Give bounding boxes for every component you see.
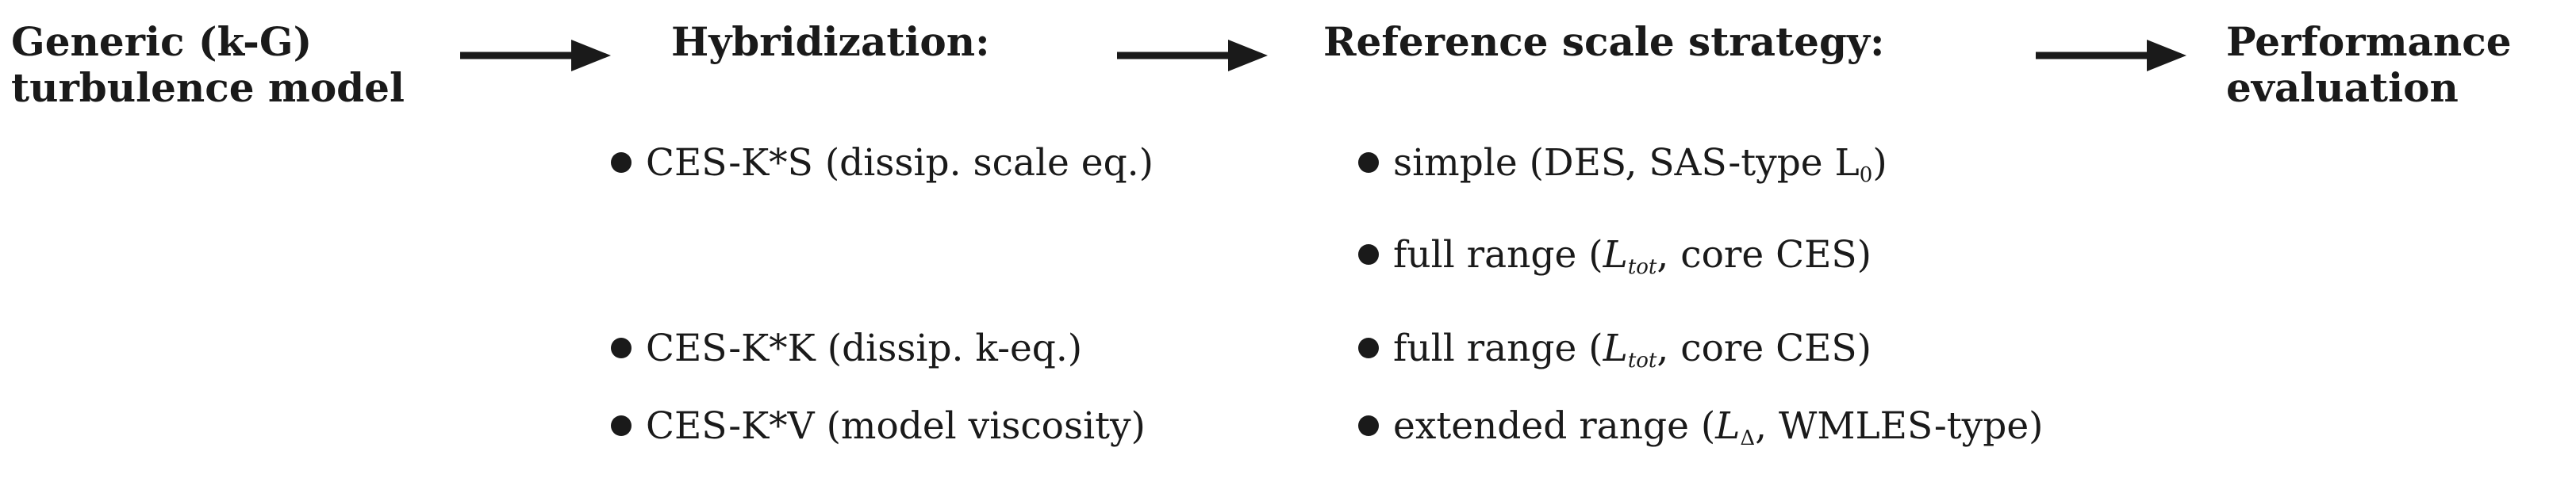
generic-model-line1: Generic (k-G)	[11, 18, 313, 65]
bullet-icon	[611, 415, 632, 436]
reference-strategy-title: Reference scale strategy:	[1323, 18, 1885, 65]
hybridization-item: CES-K*K (dissip. k-eq.)	[611, 327, 1082, 371]
arrow-right-icon	[1117, 40, 1268, 71]
bullet-icon	[611, 152, 632, 173]
reference-item: full range (Ltot, core CES)	[1358, 233, 1872, 277]
generic-model-title: Generic (k-G) turbulence model	[11, 19, 405, 111]
bullet-icon	[1358, 244, 1379, 265]
performance-line2: evaluation	[2226, 64, 2459, 111]
performance-line1: Performance	[2226, 18, 2512, 65]
bullet-icon	[1358, 338, 1379, 358]
reference-item: full range (Ltot, core CES)	[1358, 327, 1872, 371]
bullet-icon	[1358, 415, 1379, 436]
arrow-right-icon	[2036, 40, 2186, 71]
arrow-right-icon	[460, 40, 611, 71]
reference-item: simple (DES, SAS-type L0)	[1358, 141, 1887, 186]
hybridization-title: Hybridization:	[671, 18, 990, 65]
bullet-icon	[611, 338, 632, 358]
generic-model-line2: turbulence model	[11, 64, 405, 111]
bullet-icon	[1358, 152, 1379, 173]
performance-evaluation-title: Performance evaluation	[2226, 19, 2512, 111]
hybridization-item: CES-K*S (dissip. scale eq.)	[611, 141, 1154, 186]
reference-item: extended range (LΔ, WMLES-type)	[1358, 404, 2043, 449]
hybridization-item: CES-K*V (model viscosity)	[611, 404, 1146, 449]
